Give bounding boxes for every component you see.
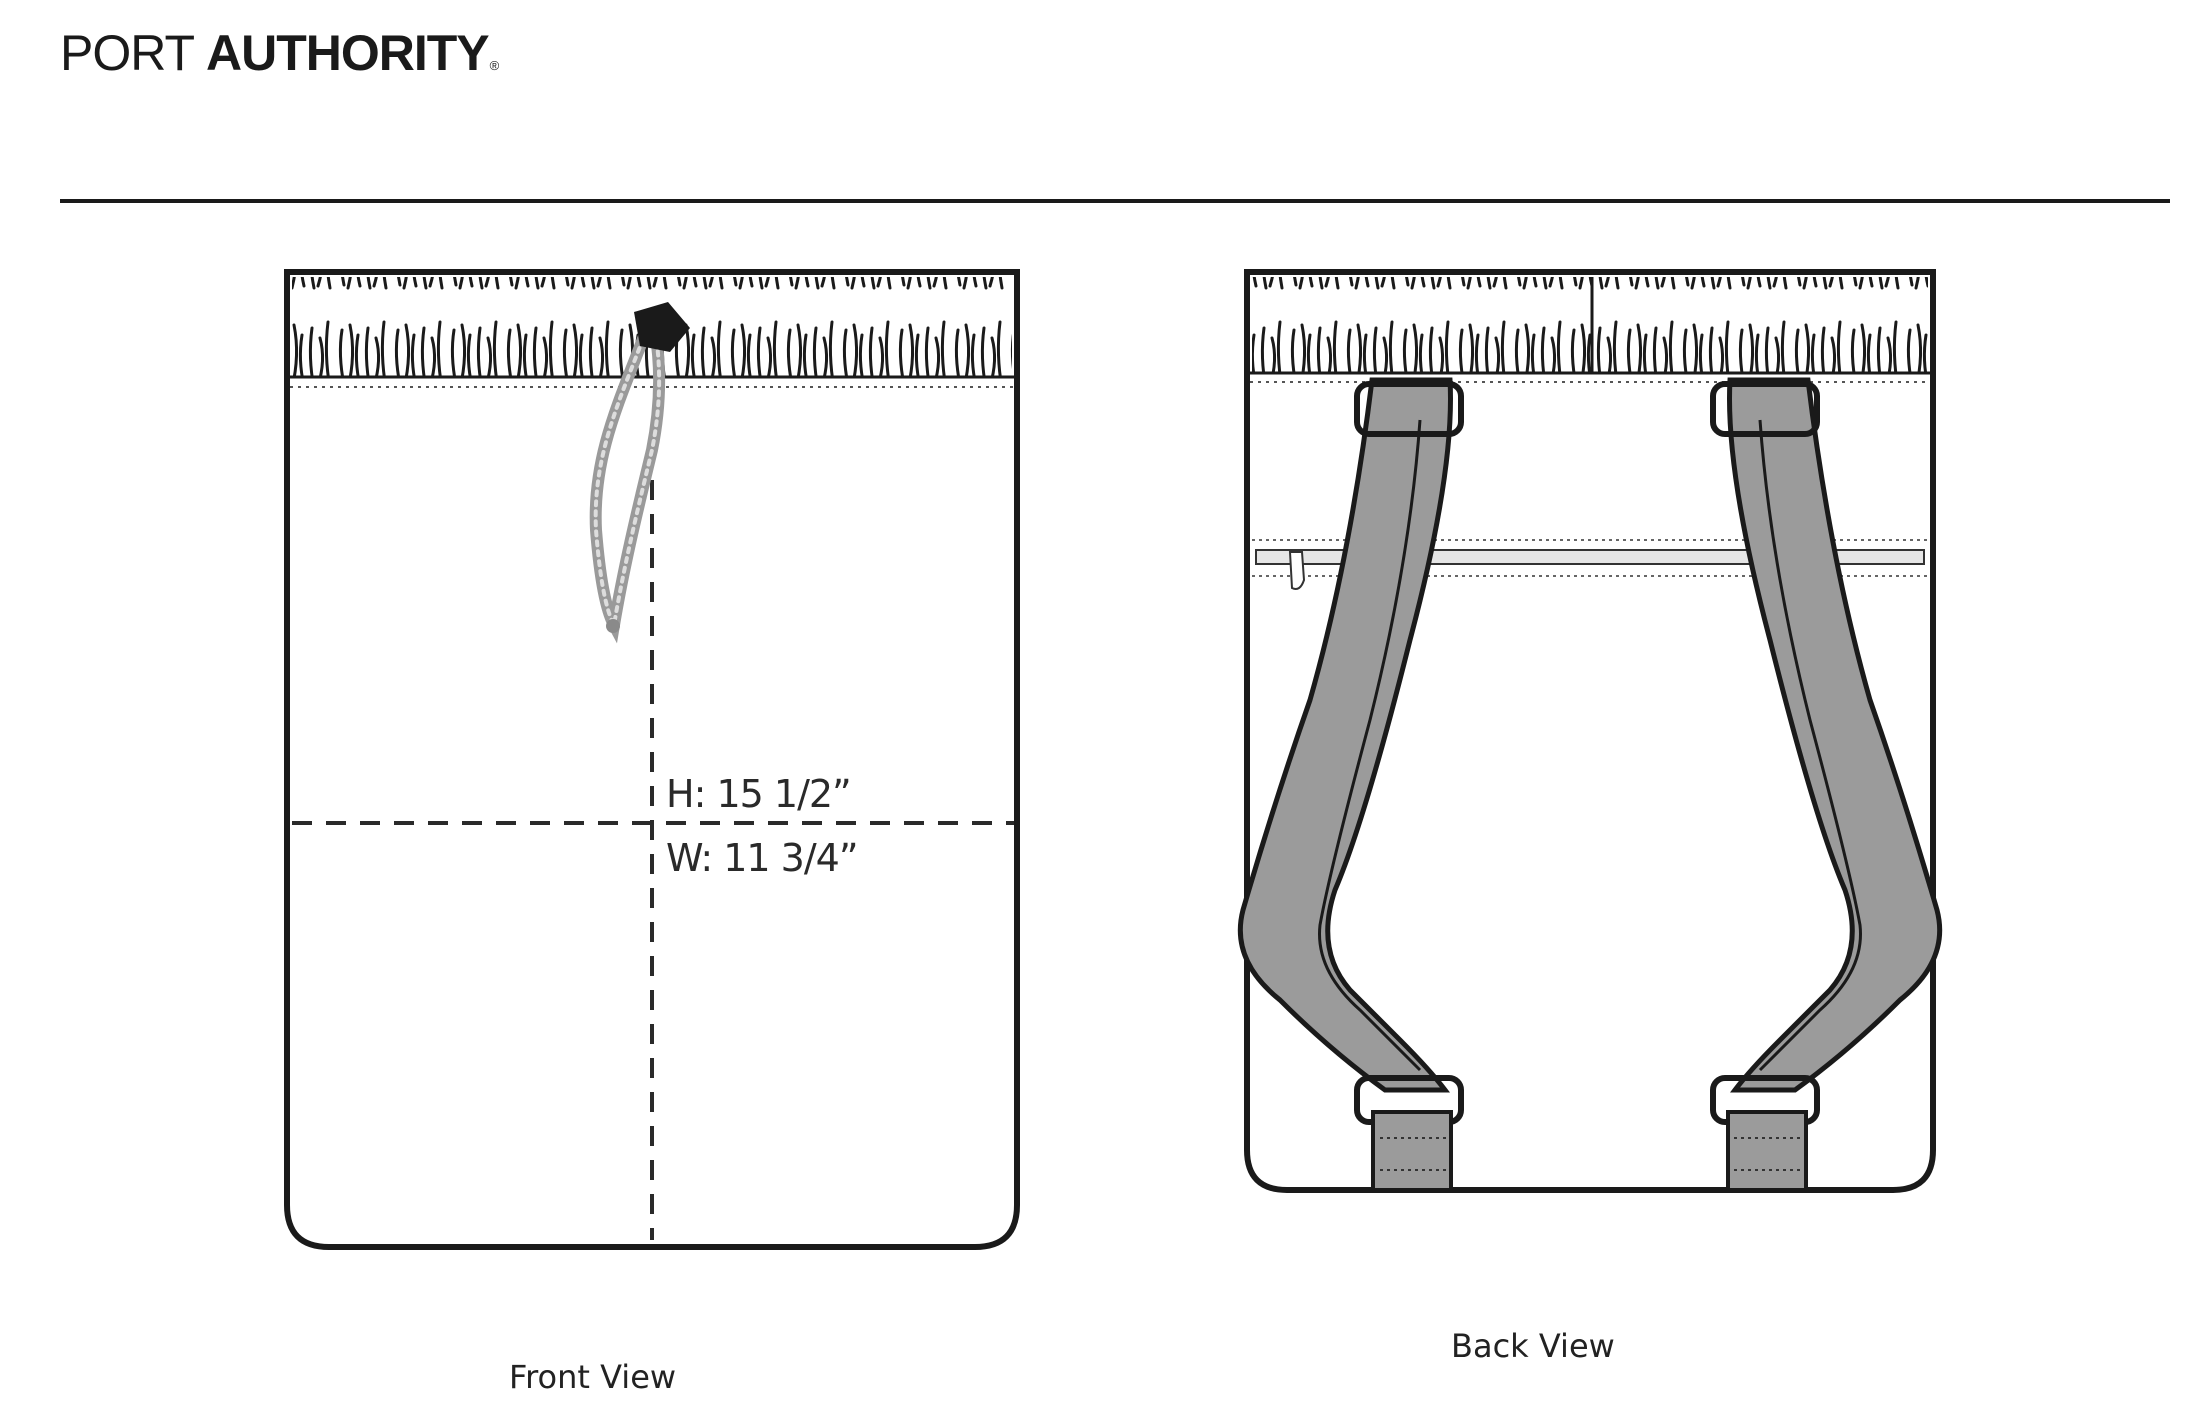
right-strap-buckle-top: [1710, 381, 1820, 437]
cord-stopper-icon: [634, 302, 690, 352]
right-strap: [1710, 377, 1943, 1192]
back-view-diagram: [1237, 269, 1943, 1193]
height-dimension-label: H: 15 1/2”: [666, 772, 852, 816]
front-view-diagram: [284, 269, 1020, 1250]
front-view-caption: Front View: [509, 1358, 677, 1396]
left-strap-tab: [1371, 1110, 1453, 1192]
cord-icon: [589, 302, 690, 644]
width-dimension-label: W: 11 3/4”: [666, 836, 859, 880]
header-divider: [60, 199, 2170, 203]
brand-word-authority: AUTHORITY: [206, 25, 490, 81]
brand-logo: PORT AUTHORITY®: [60, 24, 500, 82]
zipper-pull-icon: [1288, 551, 1306, 590]
left-strap-buckle-top: [1354, 381, 1464, 437]
back-fringe-band: [1252, 277, 1928, 373]
right-strap-tab: [1726, 1110, 1808, 1192]
back-view-caption: Back View: [1451, 1327, 1615, 1365]
registered-mark: ®: [489, 58, 500, 73]
left-strap: [1237, 377, 1464, 1192]
brand-word-port: PORT: [60, 25, 194, 81]
